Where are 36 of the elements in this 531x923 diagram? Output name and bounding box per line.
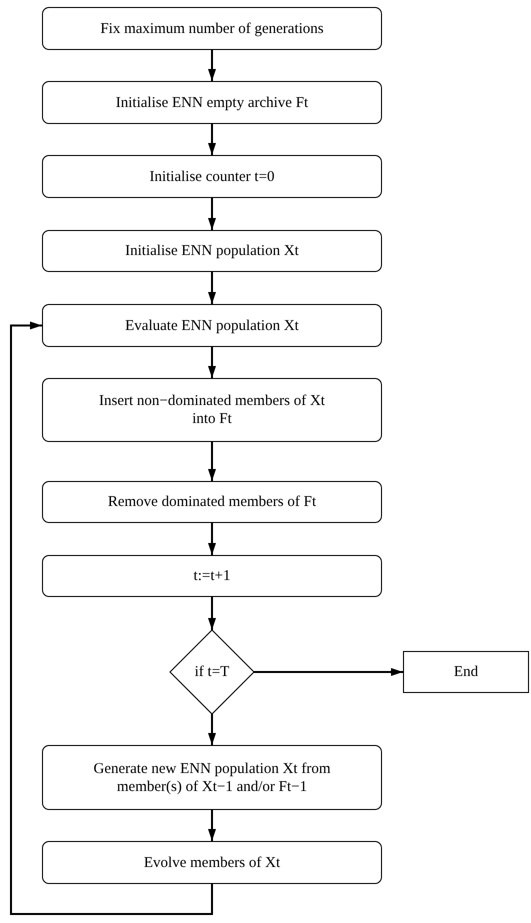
process-box bbox=[42, 481, 382, 523]
step-text: Fix maximum number of generations bbox=[100, 20, 324, 38]
step-text: Generate new ENN population Xt from member(s) of Xt−1 and/or Ft−1 bbox=[92, 760, 332, 796]
step-text: Evolve members of Xt bbox=[144, 854, 280, 872]
process-box bbox=[42, 745, 382, 810]
arrow bbox=[208, 597, 216, 630]
process-box bbox=[42, 155, 382, 198]
process-box bbox=[42, 841, 382, 884]
arrow bbox=[208, 442, 216, 481]
step-text: if t=T bbox=[194, 663, 230, 681]
step-text: t:=t+1 bbox=[194, 567, 230, 585]
step-text: End bbox=[454, 663, 478, 681]
step-text: Initialise counter t=0 bbox=[149, 168, 275, 186]
arrow bbox=[208, 50, 216, 81]
terminal-box bbox=[403, 651, 529, 693]
process-box bbox=[42, 81, 382, 124]
arrow bbox=[10, 322, 213, 915]
arrow bbox=[254, 668, 403, 676]
process-box bbox=[42, 378, 382, 442]
arrow bbox=[208, 124, 216, 155]
step-text: Insert non−dominated members of Xt into Ft bbox=[98, 392, 326, 428]
process-box bbox=[42, 230, 382, 272]
arrow bbox=[208, 347, 216, 378]
arrow bbox=[208, 272, 216, 304]
arrow bbox=[208, 198, 216, 230]
process-box bbox=[42, 555, 382, 597]
process-box bbox=[42, 7, 382, 50]
arrow bbox=[208, 523, 216, 555]
decision-diamond bbox=[170, 630, 254, 714]
step-text: Initialise ENN empty archive Ft bbox=[116, 94, 308, 112]
step-text: Remove dominated members of Ft bbox=[108, 493, 316, 511]
arrow bbox=[208, 810, 216, 841]
step-text: Evaluate ENN population Xt bbox=[125, 316, 299, 334]
step-text: Initialise ENN population Xt bbox=[125, 242, 299, 260]
arrow bbox=[208, 714, 216, 745]
process-box bbox=[42, 304, 382, 347]
